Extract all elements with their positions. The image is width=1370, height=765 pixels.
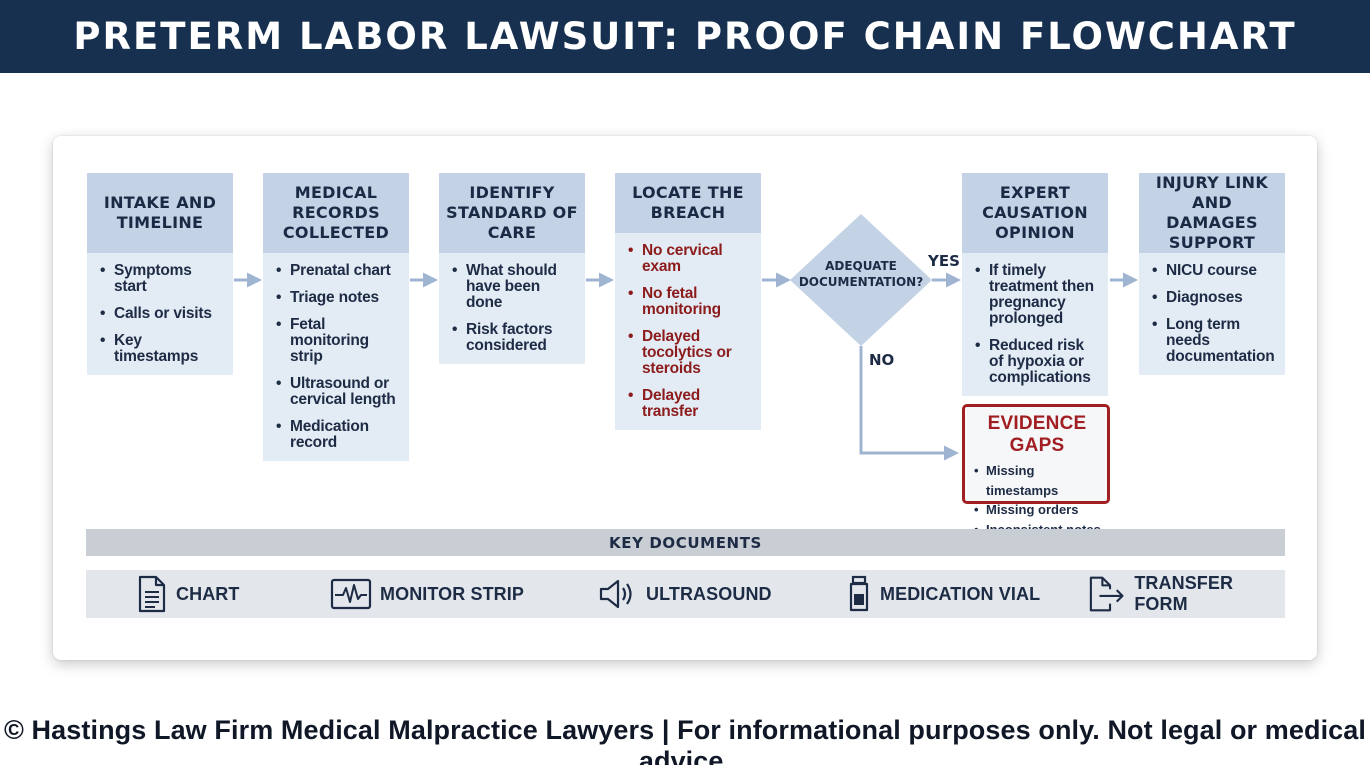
arrow-decision-no xyxy=(859,346,959,461)
step-body: What should have been done Risk factors … xyxy=(439,253,585,364)
medication-vial-icon xyxy=(849,575,869,612)
doc-label: MEDICATION VIAL xyxy=(880,583,1041,604)
list-item: Delayed tocolytics or steroids xyxy=(625,329,753,377)
ultrasound-icon xyxy=(599,579,632,609)
step-title: LOCATE THE BREACH xyxy=(615,173,761,233)
page-title: PRETERM LABOR LAWSUIT: PROOF CHAIN FLOWC… xyxy=(73,15,1297,58)
step-expert-causation: EXPERT CAUSATION OPINION If timely treat… xyxy=(962,173,1108,396)
monitor-strip-icon xyxy=(330,578,372,610)
list-item: Reduced risk of hypoxia or complications xyxy=(972,338,1100,386)
doc-label: ULTRASOUND xyxy=(646,583,772,604)
step-injury-damages: INJURY LINK AND DAMAGES SUPPORT NICU cou… xyxy=(1139,173,1285,375)
step-title: INJURY LINK AND DAMAGES SUPPORT xyxy=(1139,173,1285,253)
list-item: Calls or visits xyxy=(97,306,225,323)
list-item: Long term needs documentation xyxy=(1149,317,1277,365)
list-item: Diagnoses xyxy=(1149,290,1277,307)
header-banner: PRETERM LABOR LAWSUIT: PROOF CHAIN FLOWC… xyxy=(0,0,1370,73)
doc-item-chart: CHART xyxy=(136,575,240,613)
list-item: Ultrasound or cervical length xyxy=(273,376,401,408)
list-item: NICU course xyxy=(1149,263,1277,280)
list-item: Fetal monitoring strip xyxy=(273,317,401,365)
step-title: MEDICAL RECORDS COLLECTED xyxy=(263,173,409,253)
step-title: INTAKE AND TIMELINE xyxy=(87,173,233,253)
step-body: Prenatal chart Triage notes Fetal monito… xyxy=(263,253,409,461)
decision-yes-label: YES xyxy=(928,252,960,270)
doc-label: CHART xyxy=(176,583,240,604)
transfer-form-icon xyxy=(1089,576,1124,612)
list-item: What should have been done xyxy=(449,263,577,311)
step-body: No cervical exam No fetal monitoring Del… xyxy=(615,233,761,430)
step-standard-of-care: IDENTIFY STANDARD OF CARE What should ha… xyxy=(439,173,585,364)
list-item: Missing orders xyxy=(973,500,1101,520)
step-body: Symptoms start Calls or visits Key times… xyxy=(87,253,233,375)
key-documents-row: CHART MONITOR STRIP ULTRASOUND MEDICAT xyxy=(86,570,1285,618)
step-title: EXPERT CAUSATION OPINION xyxy=(962,173,1108,253)
list-item: Missing timestamps xyxy=(973,461,1101,500)
evidence-gaps-box: EVIDENCE GAPS Missing timestamps Missing… xyxy=(962,404,1110,539)
list-item: No cervical exam xyxy=(625,243,753,275)
decision-diamond xyxy=(790,214,932,346)
evidence-gaps-title: EVIDENCE GAPS xyxy=(987,413,1087,456)
footer-disclaimer: © Hastings Law Firm Medical Malpractice … xyxy=(3,715,1367,765)
decision-question: ADEQUATE DOCUMENTATION? xyxy=(798,259,924,289)
chart-document-icon xyxy=(138,575,166,613)
doc-item-monitor-strip: MONITOR STRIP xyxy=(330,575,524,613)
list-item: If timely treatment then pregnancy prolo… xyxy=(972,263,1100,327)
doc-item-medication-vial: MEDICATION VIAL xyxy=(846,575,1040,613)
list-item: Symptoms start xyxy=(97,263,225,295)
step-intake-timeline: INTAKE AND TIMELINE Symptoms start Calls… xyxy=(87,173,233,375)
list-item: Risk factors considered xyxy=(449,322,577,354)
doc-item-ultrasound: ULTRASOUND xyxy=(598,575,772,613)
list-item: Prenatal chart xyxy=(273,263,401,280)
step-body: NICU course Diagnoses Long term needs do… xyxy=(1139,253,1285,375)
key-documents-header: KEY DOCUMENTS xyxy=(86,529,1285,556)
step-locate-breach: LOCATE THE BREACH No cervical exam No fe… xyxy=(615,173,761,430)
doc-item-transfer-form: TRANSFER FORM xyxy=(1088,573,1285,614)
list-item: Key timestamps xyxy=(97,333,225,365)
decision-no-label: NO xyxy=(869,351,895,369)
step-body: If timely treatment then pregnancy prolo… xyxy=(962,253,1108,396)
doc-label: TRANSFER FORM xyxy=(1134,573,1234,614)
list-item: Delayed transfer xyxy=(625,388,753,420)
step-medical-records: MEDICAL RECORDS COLLECTED Prenatal chart… xyxy=(263,173,409,461)
list-item: Medication record xyxy=(273,419,401,451)
step-title: IDENTIFY STANDARD OF CARE xyxy=(439,173,585,253)
doc-label: MONITOR STRIP xyxy=(380,583,524,604)
list-item: Triage notes xyxy=(273,290,401,307)
list-item: No fetal monitoring xyxy=(625,286,753,318)
